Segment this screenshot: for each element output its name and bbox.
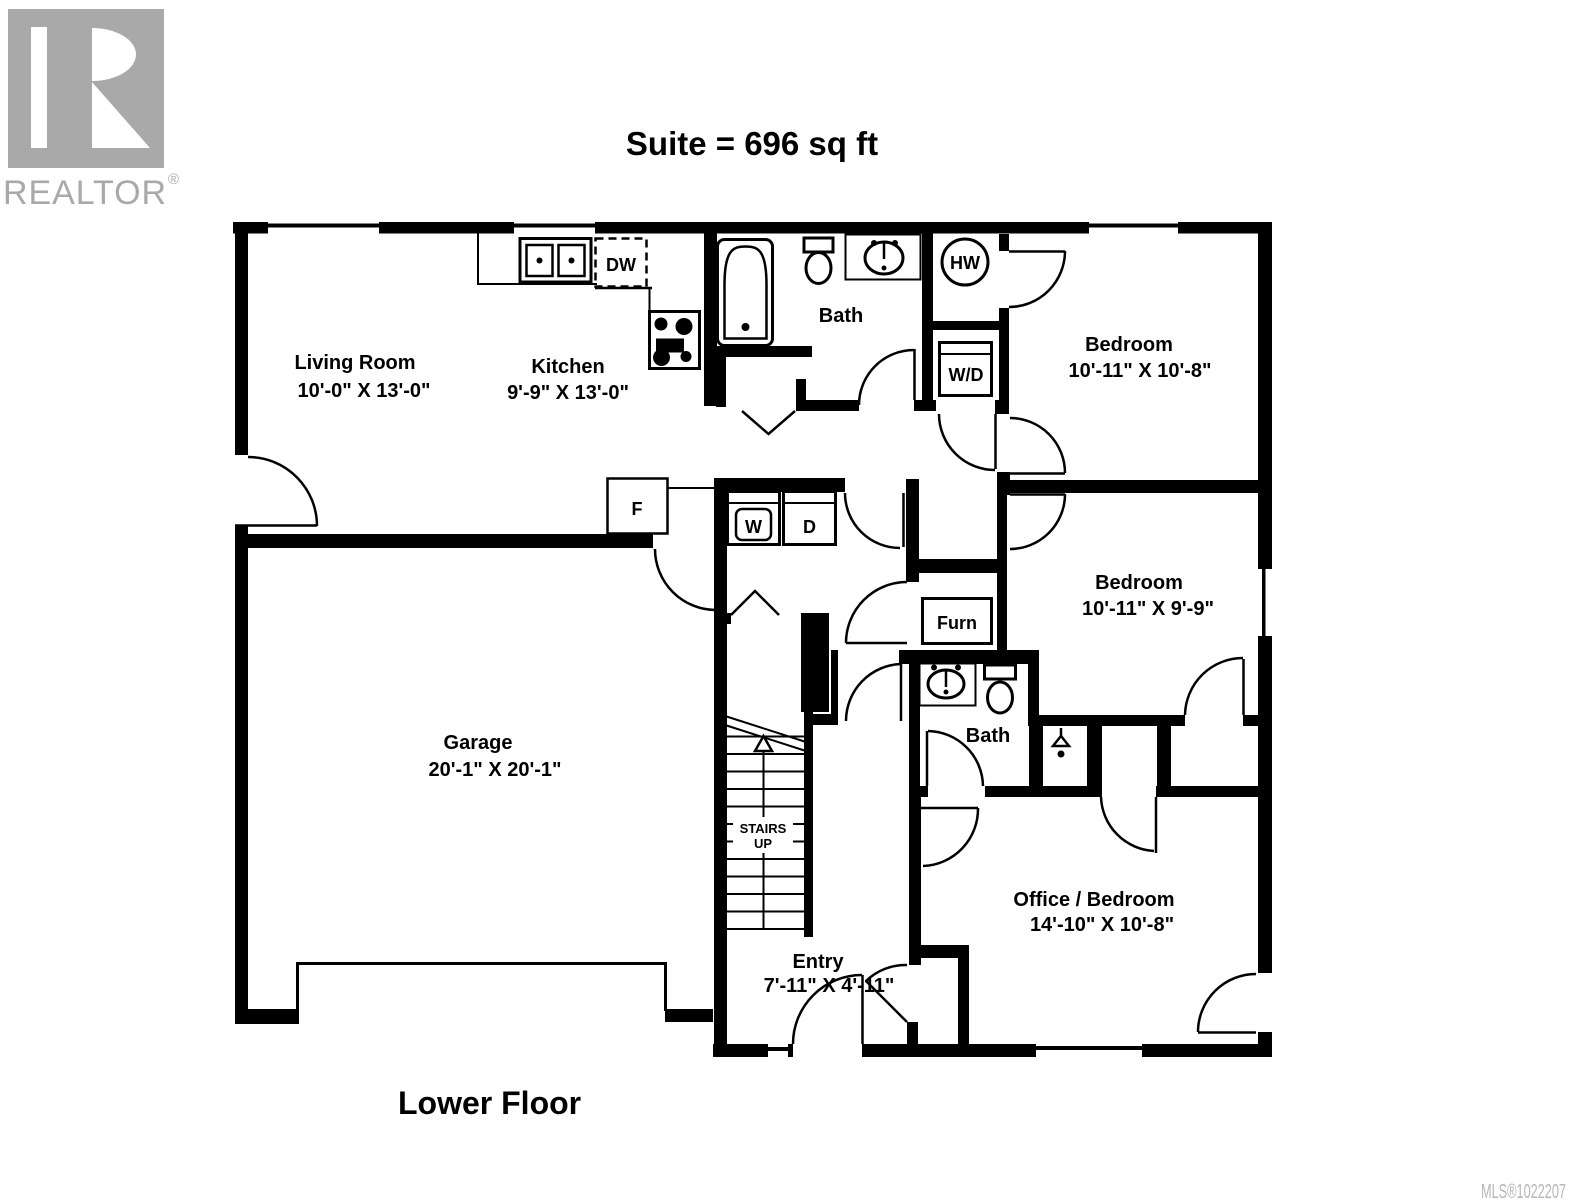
svg-text:7'-11" X 4'-11": 7'-11" X 4'-11" — [764, 975, 895, 997]
svg-text:DW: DW — [606, 255, 636, 275]
svg-text:10'-11" X 9'-9": 10'-11" X 9'-9" — [1082, 598, 1214, 620]
svg-text:D: D — [803, 517, 816, 537]
svg-text:20'-1" X 20'-1": 20'-1" X 20'-1" — [429, 759, 562, 781]
svg-text:HW: HW — [950, 253, 980, 273]
svg-text:14'-10" X 10'-8": 14'-10" X 10'-8" — [1030, 914, 1174, 936]
svg-text:Kitchen: Kitchen — [531, 356, 604, 378]
svg-text:UP: UP — [754, 836, 772, 851]
svg-text:Furn: Furn — [937, 613, 977, 633]
svg-text:W/D: W/D — [949, 365, 984, 385]
svg-text:Bath: Bath — [966, 725, 1010, 747]
svg-text:MLS®1022207: MLS®1022207 — [1481, 1181, 1566, 1200]
svg-text:Entry: Entry — [792, 951, 844, 973]
svg-text:®: ® — [168, 171, 179, 188]
svg-text:10'-11" X 10'-8": 10'-11" X 10'-8" — [1068, 360, 1211, 382]
svg-text:F: F — [632, 499, 643, 519]
svg-text:Suite = 696 sq ft: Suite = 696 sq ft — [626, 125, 878, 162]
svg-text:Bedroom: Bedroom — [1085, 334, 1173, 356]
svg-text:Garage: Garage — [444, 732, 513, 754]
svg-text:STAIRS: STAIRS — [740, 821, 787, 836]
svg-text:9'-9" X 13'-0": 9'-9" X 13'-0" — [507, 382, 629, 404]
svg-text:W: W — [745, 517, 762, 537]
svg-text:Bedroom: Bedroom — [1095, 572, 1183, 594]
svg-text:10'-0" X 13'-0": 10'-0" X 13'-0" — [298, 380, 431, 402]
svg-text:Living Room: Living Room — [294, 352, 415, 374]
svg-text:Office / Bedroom: Office / Bedroom — [1013, 889, 1174, 911]
svg-text:Bath: Bath — [819, 305, 863, 327]
svg-text:REALTOR: REALTOR — [3, 174, 167, 212]
svg-text:Lower Floor: Lower Floor — [398, 1085, 581, 1121]
